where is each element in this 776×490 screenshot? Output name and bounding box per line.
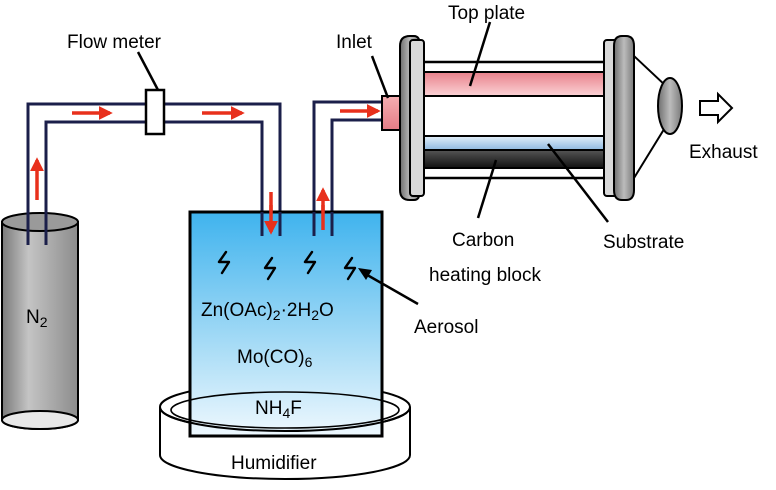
leader-carbon [476,159,498,219]
inlet-block [381,95,401,131]
vessel-arrow-overlay [264,205,325,235]
leader-top-plate [468,21,492,87]
label-aerosol: Aerosol [414,317,478,338]
label-inlet: Inlet [336,32,373,53]
carbon-heating-block [423,149,607,169]
aerosol-droplets [217,250,357,281]
top-plate [423,71,607,97]
leader-inlet [370,55,390,99]
tube-inner-right [312,100,382,234]
leader-aerosol [361,270,419,306]
label-humidifier: Humidifier [231,453,317,474]
label-substrate: Substrate [603,232,684,253]
reactor [381,35,683,201]
label-carbon: Carbon [452,230,514,251]
aerosol-arrowhead [358,268,372,280]
label-heating-block: heating block [429,265,541,286]
precursor-vessel [188,210,384,438]
n2-cylinder [1,212,79,430]
formula-mo-carbonyl: Mo(CO)6 [237,347,313,370]
label-exhaust: Exhaust [689,142,758,163]
humidifier-dish-front-rim [159,406,411,432]
label-top-plate: Top plate [448,3,525,24]
leader-substrate [547,143,609,223]
formula-n2: N2 [26,307,48,330]
formula-zinc-acetate: Zn(OAc)2·2H2O [201,300,334,323]
label-flow-meter: Flow meter [67,32,162,53]
flow-meter [136,51,166,136]
formula-nh4f: NH4F [255,398,302,421]
tube-outer-right [330,118,382,234]
exhaust-arrow-icon [699,91,734,125]
leader-lines [370,21,609,223]
vessel-tube-ends [260,212,334,236]
humidifier-dish-inner-rim [170,391,400,429]
substrate-plate [423,135,607,151]
exhaust-port [657,77,683,135]
